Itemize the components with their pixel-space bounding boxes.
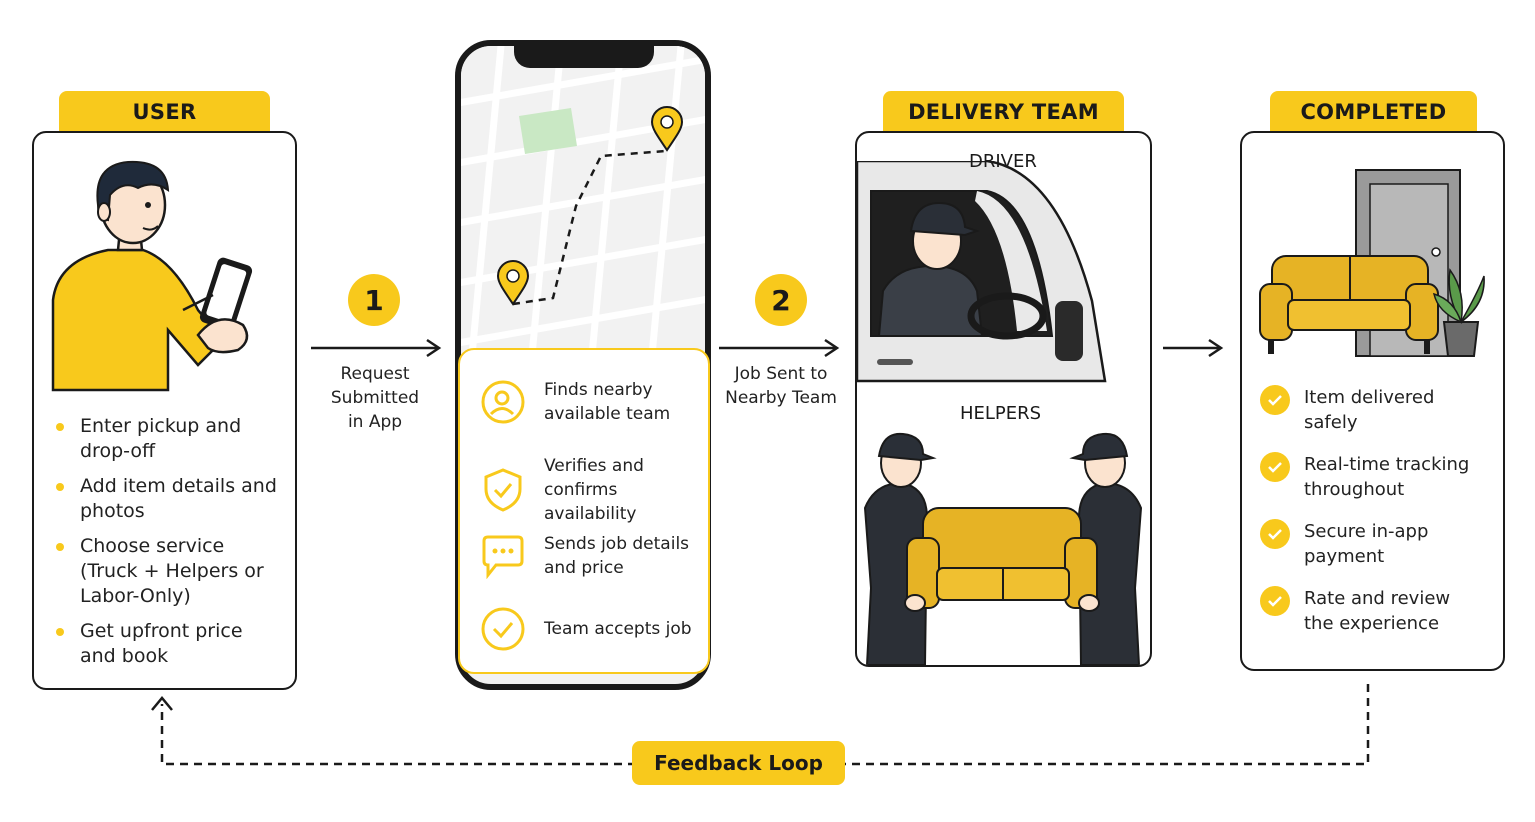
- check-circle-icon: [1260, 452, 1290, 482]
- benefit-text: Rate and review the experience: [1304, 588, 1451, 634]
- step-2-badge: 2: [755, 274, 807, 326]
- helpers-label: HELPERS: [960, 403, 1042, 424]
- app-step-text: Sends job details and price: [544, 534, 690, 578]
- benefit-text: Secure in-app payment: [1304, 521, 1429, 567]
- benefit-text: Real-time tracking throughout: [1304, 454, 1470, 500]
- list-item: Secure in-app payment: [1260, 519, 1490, 569]
- delivered-sofa-illustration: [1259, 169, 1485, 357]
- completed-title: COMPLETED: [1300, 100, 1447, 124]
- driver-truck-illustration: [857, 161, 1107, 383]
- helpers-carrying-sofa-illustration: [863, 432, 1143, 665]
- app-step-text: Team accepts job: [544, 619, 692, 639]
- user-with-phone-illustration: [51, 160, 253, 392]
- delivery-team-title: DELIVERY TEAM: [908, 100, 1099, 124]
- list-item: Item delivered safely: [1260, 385, 1490, 435]
- origin-pin-icon: [496, 260, 530, 306]
- shield-check-icon: [484, 468, 522, 512]
- arrow-right-icon: [311, 338, 442, 358]
- driver-label: DRIVER: [969, 151, 1037, 172]
- phone-notch: [514, 40, 654, 68]
- delivery-team-tab: DELIVERY TEAM: [883, 91, 1124, 133]
- arrow-right-icon: [719, 338, 840, 358]
- list-item: Get upfront price and book: [54, 619, 284, 669]
- app-step-send-details: Sends job details and price: [480, 532, 694, 580]
- chat-bubble-icon: [482, 535, 524, 579]
- user-steps-list: Enter pickup and drop-off Add item detai…: [54, 414, 284, 679]
- user-title-tab: USER: [59, 91, 270, 133]
- app-step-accept: Team accepts job: [480, 606, 704, 652]
- app-process-card: Finds nearby available team Verifies and…: [458, 348, 710, 674]
- check-circle-icon: [1260, 586, 1290, 616]
- app-step-verify: Verifies and confirms availability: [480, 454, 714, 526]
- list-item: Choose service (Truck + Helpers or Labor…: [54, 534, 284, 609]
- list-item: Rate and review the experience: [1260, 586, 1490, 636]
- feedback-loop-label: Feedback Loop: [654, 751, 823, 775]
- list-item: Real-time tracking throughout: [1260, 452, 1490, 502]
- feedback-loop-badge: Feedback Loop: [632, 741, 845, 785]
- destination-pin-icon: [650, 106, 684, 152]
- list-item: Enter pickup and drop-off: [54, 414, 284, 464]
- step-1-badge: 1: [348, 274, 400, 326]
- benefit-text: Item delivered safely: [1304, 387, 1435, 433]
- app-step-find-team: Finds nearby available team: [480, 378, 694, 426]
- step-1-number: 1: [364, 283, 384, 317]
- completed-tab: COMPLETED: [1270, 91, 1477, 133]
- map-view: [461, 46, 705, 366]
- arrow-right-icon: [1163, 338, 1224, 358]
- step-1-label: Request Submitted in App: [330, 364, 420, 432]
- step-2-label: Job Sent to Nearby Team: [725, 364, 837, 408]
- step-2-number: 2: [771, 283, 791, 317]
- app-step-text: Verifies and confirms availability: [544, 456, 644, 524]
- list-item: Add item details and photos: [54, 474, 284, 524]
- user-panel: [32, 131, 297, 690]
- app-step-text: Finds nearby available team: [544, 380, 671, 424]
- user-title: USER: [132, 100, 197, 124]
- completed-benefits-list: Item delivered safely Real-time tracking…: [1260, 385, 1490, 653]
- check-circle-icon: [1260, 385, 1290, 415]
- feedback-loop-connector: [151, 684, 1370, 766]
- delivery-team-panel: DRIVER HELPERS: [855, 131, 1152, 667]
- check-circle-icon: [481, 607, 525, 651]
- person-search-icon: [481, 380, 525, 424]
- check-circle-icon: [1260, 519, 1290, 549]
